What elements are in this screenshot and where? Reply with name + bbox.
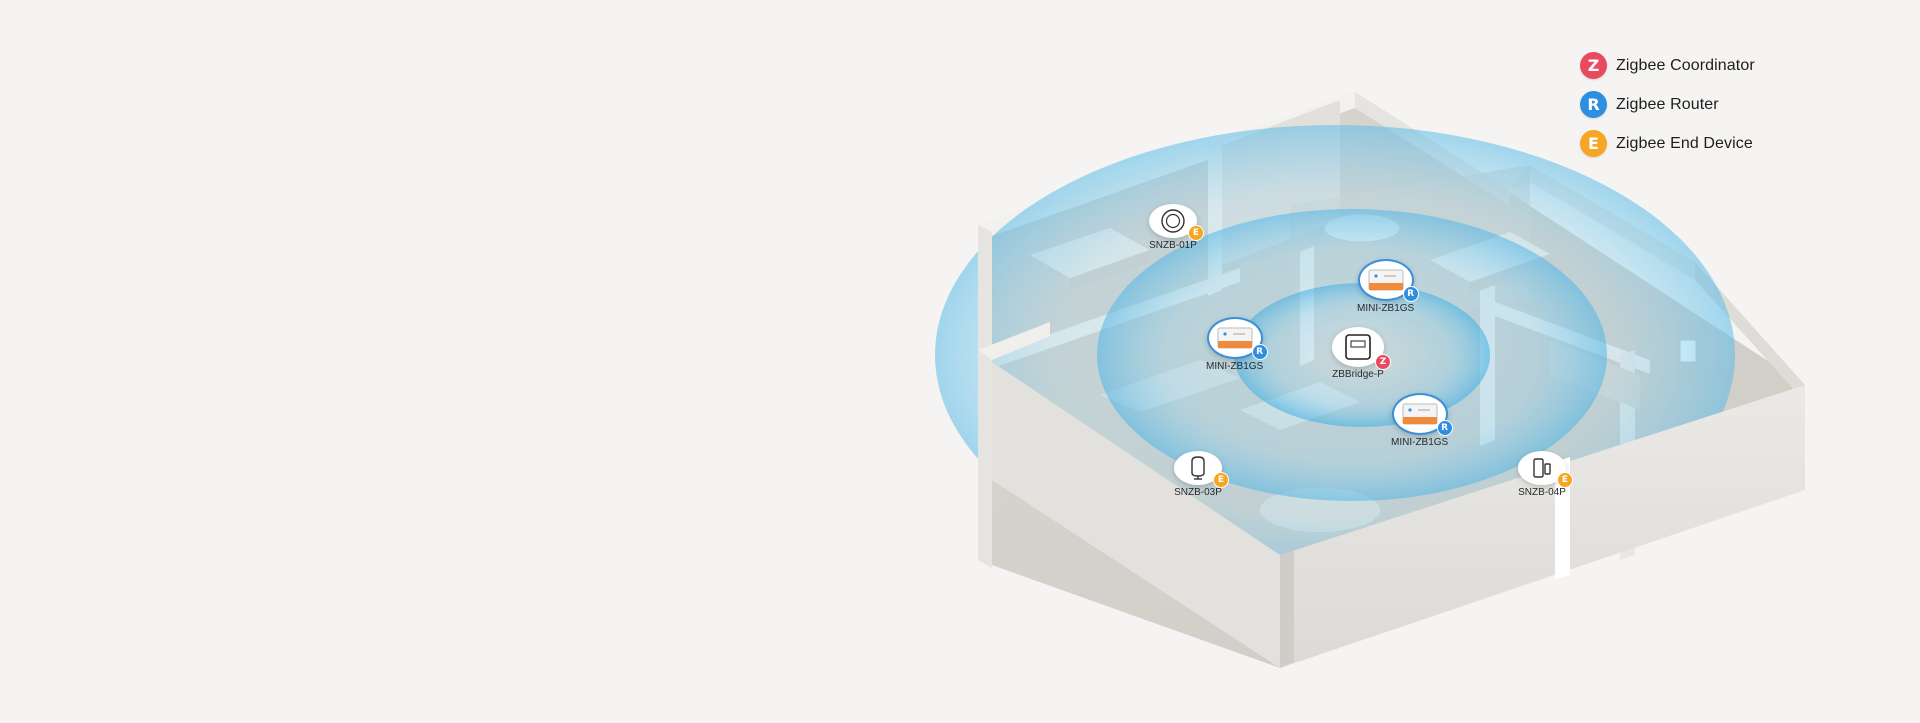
device-snzb-01p: E SNZB-01P <box>1149 204 1204 251</box>
legend-item-coordinator: Z Zigbee Coordinator <box>1580 46 1755 85</box>
device-snzb-03p: E SNZB-03P <box>1174 451 1229 498</box>
door-sensor-icon <box>1533 458 1551 478</box>
device-bubble: R <box>1206 317 1268 360</box>
device-label: MINI-ZB1GS <box>1357 303 1415 314</box>
device-label: MINI-ZB1GS <box>1391 437 1449 448</box>
end-device-icon: E <box>1580 130 1607 157</box>
legend-label: Zigbee Router <box>1616 95 1719 113</box>
device-bubble: Z <box>1332 327 1391 370</box>
motion-sensor-icon <box>1191 456 1205 480</box>
router-icon: R <box>1580 91 1607 118</box>
legend: Z Zigbee Coordinator R Zigbee Router E Z… <box>1580 46 1755 163</box>
device-mini-zb1gs-top: R MINI-ZB1GS <box>1357 259 1419 314</box>
legend-item-end-device: E Zigbee End Device <box>1580 124 1755 163</box>
device-zbbridge-p: Z ZBBridge-P <box>1332 327 1391 380</box>
router-badge-icon: R <box>1251 344 1268 360</box>
device-bubble: R <box>1391 393 1453 436</box>
device-snzb-04p: E SNZB-04P <box>1518 451 1573 498</box>
coordinator-badge-icon: Z <box>1375 354 1391 370</box>
end-device-badge-icon: E <box>1188 225 1204 241</box>
device-label: SNZB-04P <box>1518 487 1566 498</box>
router-badge-icon: R <box>1436 420 1453 436</box>
device-mini-zb1gs-left: R MINI-ZB1GS <box>1206 317 1268 372</box>
device-bubble: E <box>1149 204 1204 241</box>
legend-label: Zigbee Coordinator <box>1616 56 1755 74</box>
relay-icon <box>1217 327 1253 349</box>
device-bubble: E <box>1174 451 1229 488</box>
device-bubble: E <box>1518 451 1573 488</box>
end-device-badge-icon: E <box>1557 472 1573 488</box>
bridge-icon <box>1345 334 1371 360</box>
device-label: ZBBridge-P <box>1332 369 1384 380</box>
end-device-badge-icon: E <box>1213 472 1229 488</box>
device-mini-zb1gs-bottom: R MINI-ZB1GS <box>1391 393 1453 448</box>
legend-item-router: R Zigbee Router <box>1580 85 1755 124</box>
device-label: SNZB-03P <box>1174 487 1222 498</box>
relay-icon <box>1402 403 1438 425</box>
device-label: SNZB-01P <box>1149 240 1197 251</box>
button-icon <box>1161 209 1185 233</box>
device-label: MINI-ZB1GS <box>1206 361 1264 372</box>
device-bubble: R <box>1357 259 1419 302</box>
coordinator-icon: Z <box>1580 52 1607 79</box>
legend-label: Zigbee End Device <box>1616 134 1753 152</box>
relay-icon <box>1368 269 1404 291</box>
router-badge-icon: R <box>1402 286 1419 302</box>
